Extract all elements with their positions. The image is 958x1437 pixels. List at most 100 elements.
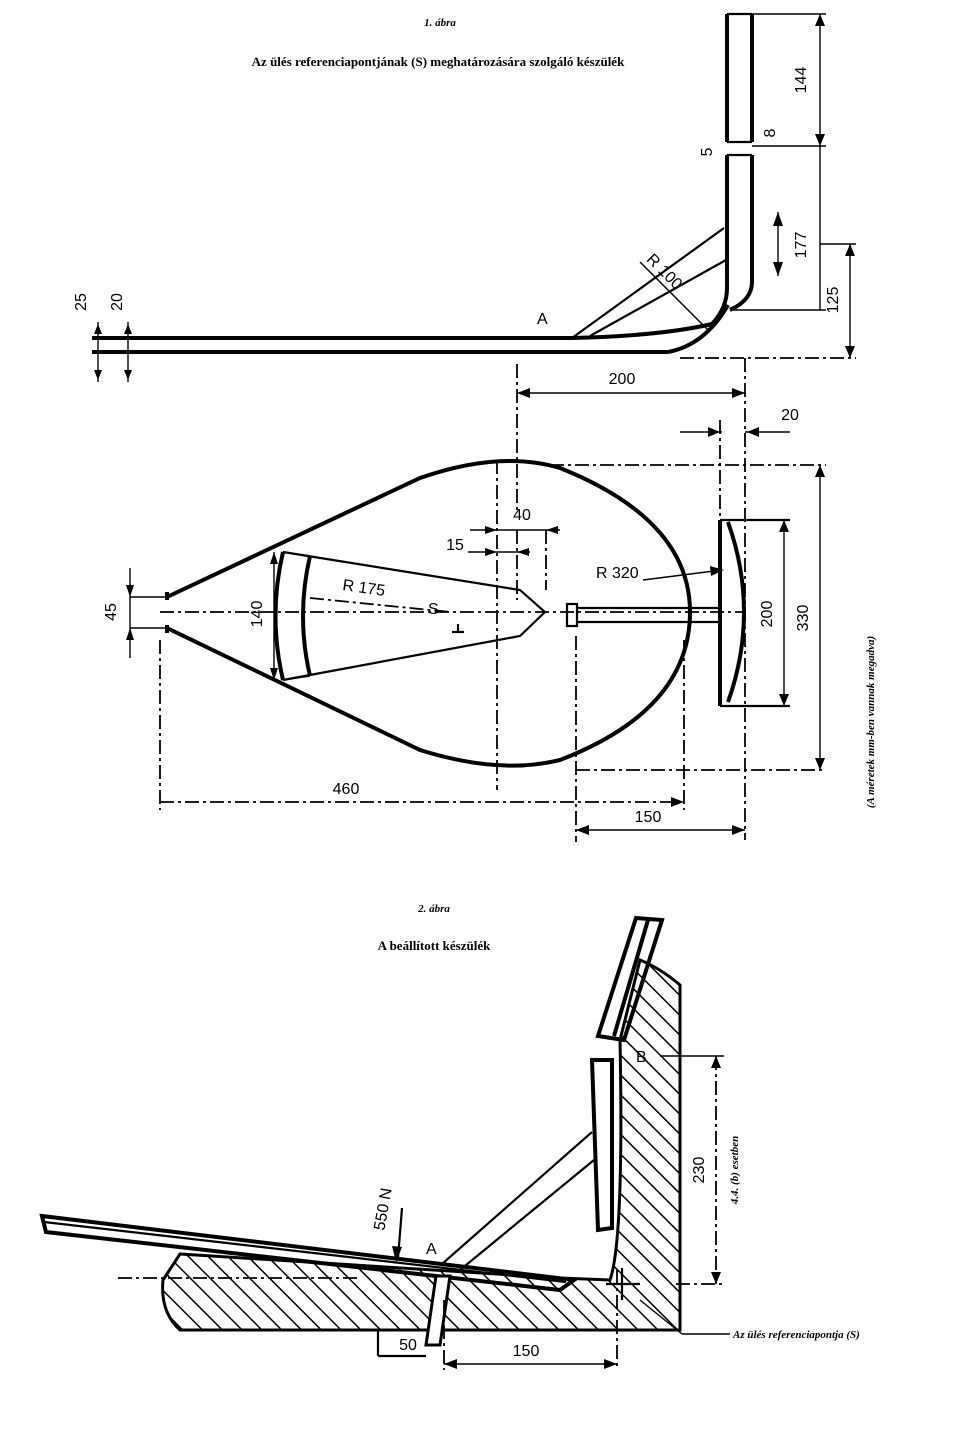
dim-330-label: 330 [795,605,812,632]
arrowhead [576,825,589,835]
r175-label: R 175 [341,577,386,600]
callout-leader [639,1299,683,1335]
rod-end [565,602,579,628]
dim-144-label: 144 [793,67,810,94]
dim-460-label: 460 [333,781,360,798]
figure-1-number: 1. ábra [424,17,456,29]
arrowhead [124,324,132,334]
arrowhead [671,797,684,807]
arrowhead [747,427,759,437]
figure-2: 2. ábra A beállított készülék 550 N A 50 [39,903,860,1370]
r175-line [309,597,451,613]
dim-230-label: 230 [691,1157,708,1184]
dim-20-right-label: 20 [781,407,799,424]
arrowhead [773,212,783,226]
arrowhead [815,14,825,26]
strut-2 [589,259,727,337]
arrowhead [126,585,134,597]
backrest-lower-right [729,155,754,312]
arrowhead [710,566,724,576]
arrowhead [94,370,102,380]
crescent-cap-top [282,551,311,557]
arrowhead [773,262,783,276]
dim-140-label: 140 [249,601,266,628]
callout-label: Az ülés referenciapontja (S) [732,1329,860,1341]
dim-177-label: 177 [793,232,810,259]
backplate-curve [726,521,746,703]
backrest-upper-plank [595,915,665,1043]
arrowhead [845,346,855,358]
strut-b [459,1159,595,1271]
crescent-cap-bottom [282,675,311,681]
dim-5-label: 5 [699,147,716,156]
arrowhead [517,548,529,556]
arrowhead [779,520,789,532]
arrowhead [732,825,745,835]
leg [424,1274,452,1347]
figure-1-title: Az ülés referenciapontjának (S) meghatár… [252,54,625,69]
dim-50-label: 50 [399,1337,417,1354]
seat-curve [667,304,730,354]
dim-8-label: 8 [762,128,779,137]
dim-150-label: 150 [635,809,662,826]
arrowhead [815,134,825,146]
arrowhead [711,1272,721,1284]
crescent-inner [301,555,312,677]
arrowhead [270,668,278,680]
backrest-lower-left [710,155,729,326]
arrowhead [485,526,497,534]
arrowhead [94,324,102,334]
figure-2-number: 2. ábra [417,903,450,915]
outline-bottom [166,611,692,768]
arrowhead [711,1056,721,1068]
point-b-label: B [636,1049,647,1066]
dim-200-top-label: 200 [609,371,636,388]
backrest-lower-plank [589,1058,614,1233]
arrowhead [845,244,855,256]
dim-200-side-label: 200 [759,601,776,628]
seat-plank-inner [43,1220,567,1284]
dim-45-label: 45 [103,603,120,621]
arrowhead [444,1359,457,1369]
arrowhead [779,694,789,706]
dim-20-left-label: 20 [109,293,126,311]
s-label: S [428,601,439,618]
arrowhead [732,388,745,398]
r320-leader [642,569,723,581]
dim-125-label: 125 [825,287,842,314]
outline-top [166,458,692,613]
dim-40-label: 40 [513,507,531,524]
force-label: 550 N [371,1187,395,1232]
point-a-label: A [537,311,548,328]
arrowhead [485,548,497,556]
side-view: R 100 A 144 8 5 177 125 [73,12,856,382]
arrowhead [604,1359,617,1369]
arrowhead [124,370,132,380]
dim-15-label: 15 [446,537,464,554]
seat-block [161,957,682,1332]
arrowhead [392,1246,402,1262]
seat-curve-inner [571,322,713,340]
arrowhead [126,628,134,640]
figure-2-title: A beállított készülék [378,938,491,953]
seat-wedge [282,550,547,682]
figure-1: 1. ábra Az ülés referenciapontjának (S) … [73,12,877,842]
plan-view: 200 20 R 175 S [103,358,826,842]
arrowhead [708,427,720,437]
arrowhead [517,388,530,398]
crescent-outer [273,551,285,681]
strut-a [441,1131,593,1265]
point-a-label-2: A [426,1241,437,1258]
strut-1 [571,227,725,339]
r320-label: R 320 [596,565,639,582]
arrowhead [815,465,825,477]
dim-25-label: 25 [73,293,90,311]
arrowhead [270,552,278,564]
backrest-upper-mid [612,919,650,1037]
r100-leader [639,261,709,331]
dim-150-label-2: 150 [513,1343,540,1360]
arrowhead [546,526,558,534]
arrowhead [815,758,825,770]
